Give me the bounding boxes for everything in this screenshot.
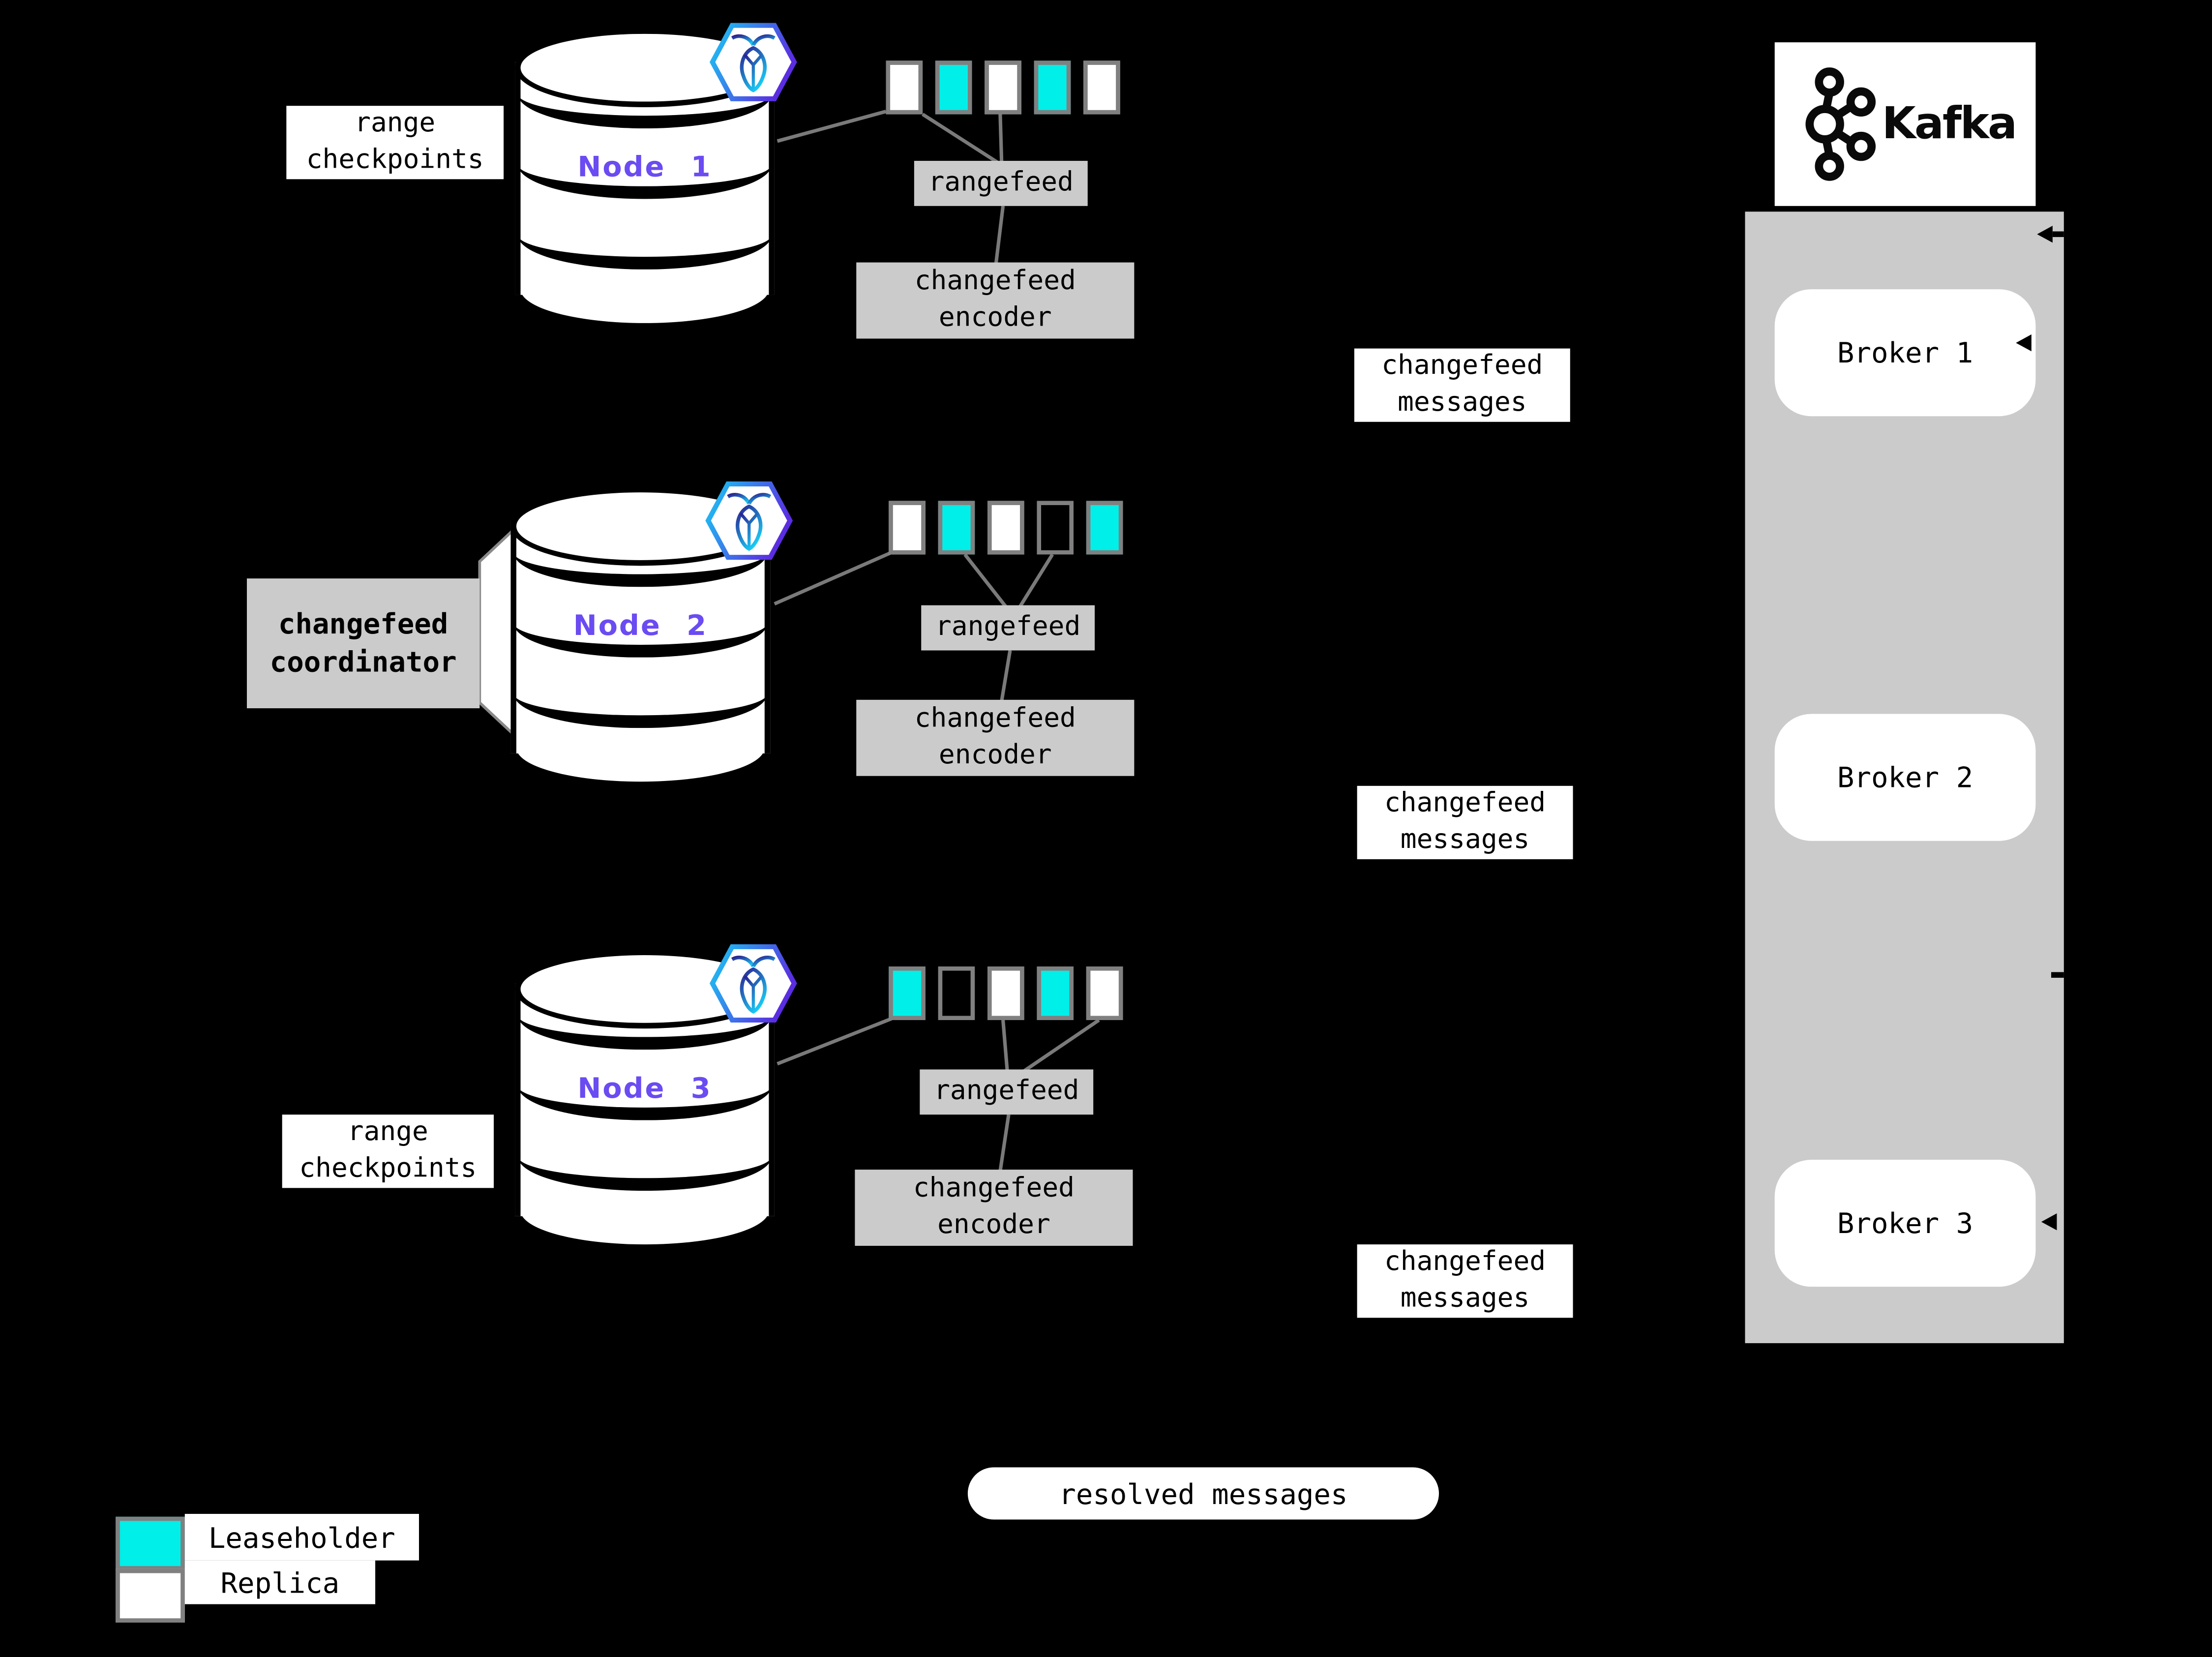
broker-box: Broker 3 bbox=[1774, 1160, 2036, 1287]
rangefeed-box: rangefeed bbox=[914, 161, 1088, 206]
changefeed-coordinator-box: changefeed coordinator bbox=[247, 578, 480, 709]
legend-text: Leaseholder bbox=[208, 1520, 395, 1554]
range-cell-replica bbox=[987, 966, 1024, 1021]
changefeed-encoder-label: changefeed encoder bbox=[914, 266, 1076, 333]
cylinder-band bbox=[517, 200, 772, 270]
changefeed-encoder-label: changefeed encoder bbox=[914, 703, 1076, 771]
changefeed-messages-text: changefeed messages bbox=[1384, 1246, 1546, 1314]
legend-label-leaseholder: Leaseholder bbox=[184, 1514, 419, 1561]
changefeed-encoder-box: changefeed encoder bbox=[855, 1170, 1133, 1246]
node-label: Node 2 bbox=[573, 608, 708, 642]
resolved-messages-text: resolved messages bbox=[1059, 1476, 1348, 1510]
arrowhead-icon bbox=[2016, 334, 2032, 352]
range-cell-replica bbox=[1086, 966, 1123, 1021]
kafka-broker-panel: Broker 1 Broker 2 Broker 3 bbox=[1745, 211, 2064, 1343]
arrowhead-icon bbox=[2041, 1213, 2057, 1231]
broker-label: Broker 2 bbox=[1837, 760, 1973, 795]
changefeed-messages-text: changefeed messages bbox=[1384, 787, 1546, 855]
range-cell-replica bbox=[886, 60, 923, 115]
range-checkpoints-text: range checkpoints bbox=[299, 1116, 477, 1184]
node-2-cylinder: Node 2 bbox=[510, 481, 793, 787]
changefeed-messages-text: changefeed messages bbox=[1381, 350, 1543, 418]
legend-text: Replica bbox=[220, 1565, 340, 1599]
legend-label-replica: Replica bbox=[184, 1560, 376, 1604]
range-cell-leaseholder bbox=[889, 966, 926, 1021]
broker-label: Broker 1 bbox=[1837, 335, 1973, 370]
node-1-range-row bbox=[886, 60, 1133, 115]
kafka-wordmark: Kafka bbox=[1882, 98, 2017, 150]
cylinder-band bbox=[517, 1122, 772, 1191]
range-cell-replica bbox=[889, 501, 926, 555]
node-2-range-row bbox=[889, 501, 1136, 555]
changefeed-coordinator-text: changefeed coordinator bbox=[269, 606, 457, 679]
legend-swatch-replica bbox=[116, 1568, 185, 1623]
range-cell-leaseholder bbox=[1037, 966, 1074, 1021]
changefeed-encoder-box: changefeed encoder bbox=[856, 699, 1135, 776]
range-cell-leaseholder bbox=[1086, 501, 1123, 555]
arrow-stub bbox=[2051, 972, 2064, 978]
node-label: Node 1 bbox=[577, 150, 712, 183]
range-cell-empty bbox=[938, 966, 975, 1021]
kafka-logo: Kafka bbox=[1774, 42, 2036, 206]
rangefeed-label: rangefeed bbox=[935, 611, 1081, 642]
cylinder-band bbox=[513, 659, 768, 728]
changefeed-encoder-label: changefeed encoder bbox=[913, 1173, 1075, 1240]
arrow-stub bbox=[2052, 231, 2064, 237]
kafka-icon bbox=[1805, 67, 1876, 181]
cockroachdb-badge-icon bbox=[709, 944, 797, 1023]
range-cell-leaseholder bbox=[938, 501, 975, 555]
node-1-cylinder: Node 1 bbox=[515, 23, 797, 329]
range-cell-replica bbox=[985, 60, 1021, 115]
changefeed-messages-label: changefeed messages bbox=[1357, 1244, 1573, 1318]
broker-box: Broker 1 bbox=[1774, 289, 2036, 417]
node-label: Node 3 bbox=[577, 1071, 712, 1105]
node-3-range-row bbox=[889, 966, 1136, 1021]
node-3-cylinder: Node 3 bbox=[515, 944, 797, 1250]
cockroachdb-badge-icon bbox=[705, 481, 793, 560]
broker-label: Broker 3 bbox=[1837, 1206, 1973, 1240]
resolved-messages-pill: resolved messages bbox=[967, 1467, 1439, 1520]
range-checkpoints-text: range checkpoints bbox=[306, 108, 484, 175]
rangefeed-box: rangefeed bbox=[920, 1069, 1094, 1115]
rangefeed-box: rangefeed bbox=[921, 605, 1095, 651]
range-cell-replica bbox=[987, 501, 1024, 555]
changefeed-messages-label: changefeed messages bbox=[1354, 348, 1570, 422]
changefeed-encoder-box: changefeed encoder bbox=[856, 262, 1135, 339]
arrowhead-icon bbox=[2037, 225, 2053, 243]
rangefeed-label: rangefeed bbox=[928, 166, 1074, 198]
range-cell-empty bbox=[1037, 501, 1074, 555]
cockroachdb-badge-icon bbox=[709, 23, 797, 101]
range-checkpoints-label: range checkpoints bbox=[282, 1115, 494, 1188]
range-cell-leaseholder bbox=[935, 60, 972, 115]
range-checkpoints-label: range checkpoints bbox=[286, 106, 504, 180]
legend-swatch-leaseholder bbox=[116, 1516, 185, 1570]
rangefeed-label: rangefeed bbox=[934, 1075, 1079, 1107]
range-cell-replica bbox=[1083, 60, 1120, 115]
range-cell-leaseholder bbox=[1034, 60, 1071, 115]
changefeed-messages-label: changefeed messages bbox=[1357, 785, 1573, 859]
broker-box: Broker 2 bbox=[1774, 714, 2036, 841]
